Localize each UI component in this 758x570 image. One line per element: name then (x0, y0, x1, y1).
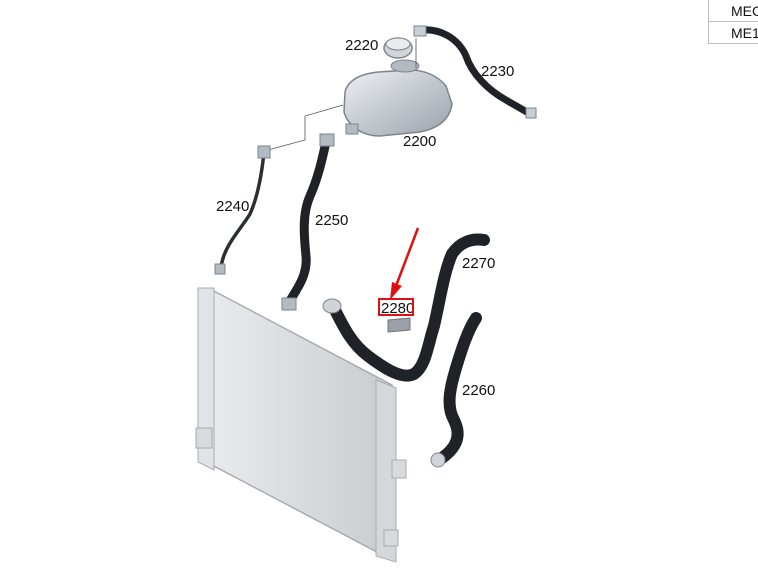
lower-radiator-hose (430, 312, 482, 468)
corner-table: MEC ME1 (707, 0, 758, 44)
tank-cap (383, 37, 413, 59)
part-label-2250[interactable]: 2250 (315, 212, 349, 229)
part-label-2200[interactable]: 2200 (403, 133, 437, 150)
part-label-2270[interactable]: 2270 (462, 255, 496, 272)
hose-bracket (387, 317, 411, 333)
vent-hose (413, 25, 537, 119)
highlight-box (378, 298, 414, 316)
part-label-2240[interactable]: 2240 (216, 198, 250, 215)
corner-table-cell: MEC (707, 0, 758, 22)
part-label-2260[interactable]: 2260 (462, 382, 496, 399)
leader-lines (267, 38, 417, 151)
part-label-2220[interactable]: 2220 (345, 37, 379, 54)
part-label-2230[interactable]: 2230 (481, 63, 515, 80)
radiator (195, 287, 407, 563)
part-label-2280[interactable]: 2280 (381, 300, 415, 317)
vent-line (214, 145, 271, 275)
pointer-arrow (390, 227, 420, 300)
tank-hose (281, 133, 335, 311)
expansion-tank (343, 59, 453, 137)
upper-radiator-hose (322, 233, 490, 382)
corner-table-cell: ME1 (707, 21, 758, 44)
